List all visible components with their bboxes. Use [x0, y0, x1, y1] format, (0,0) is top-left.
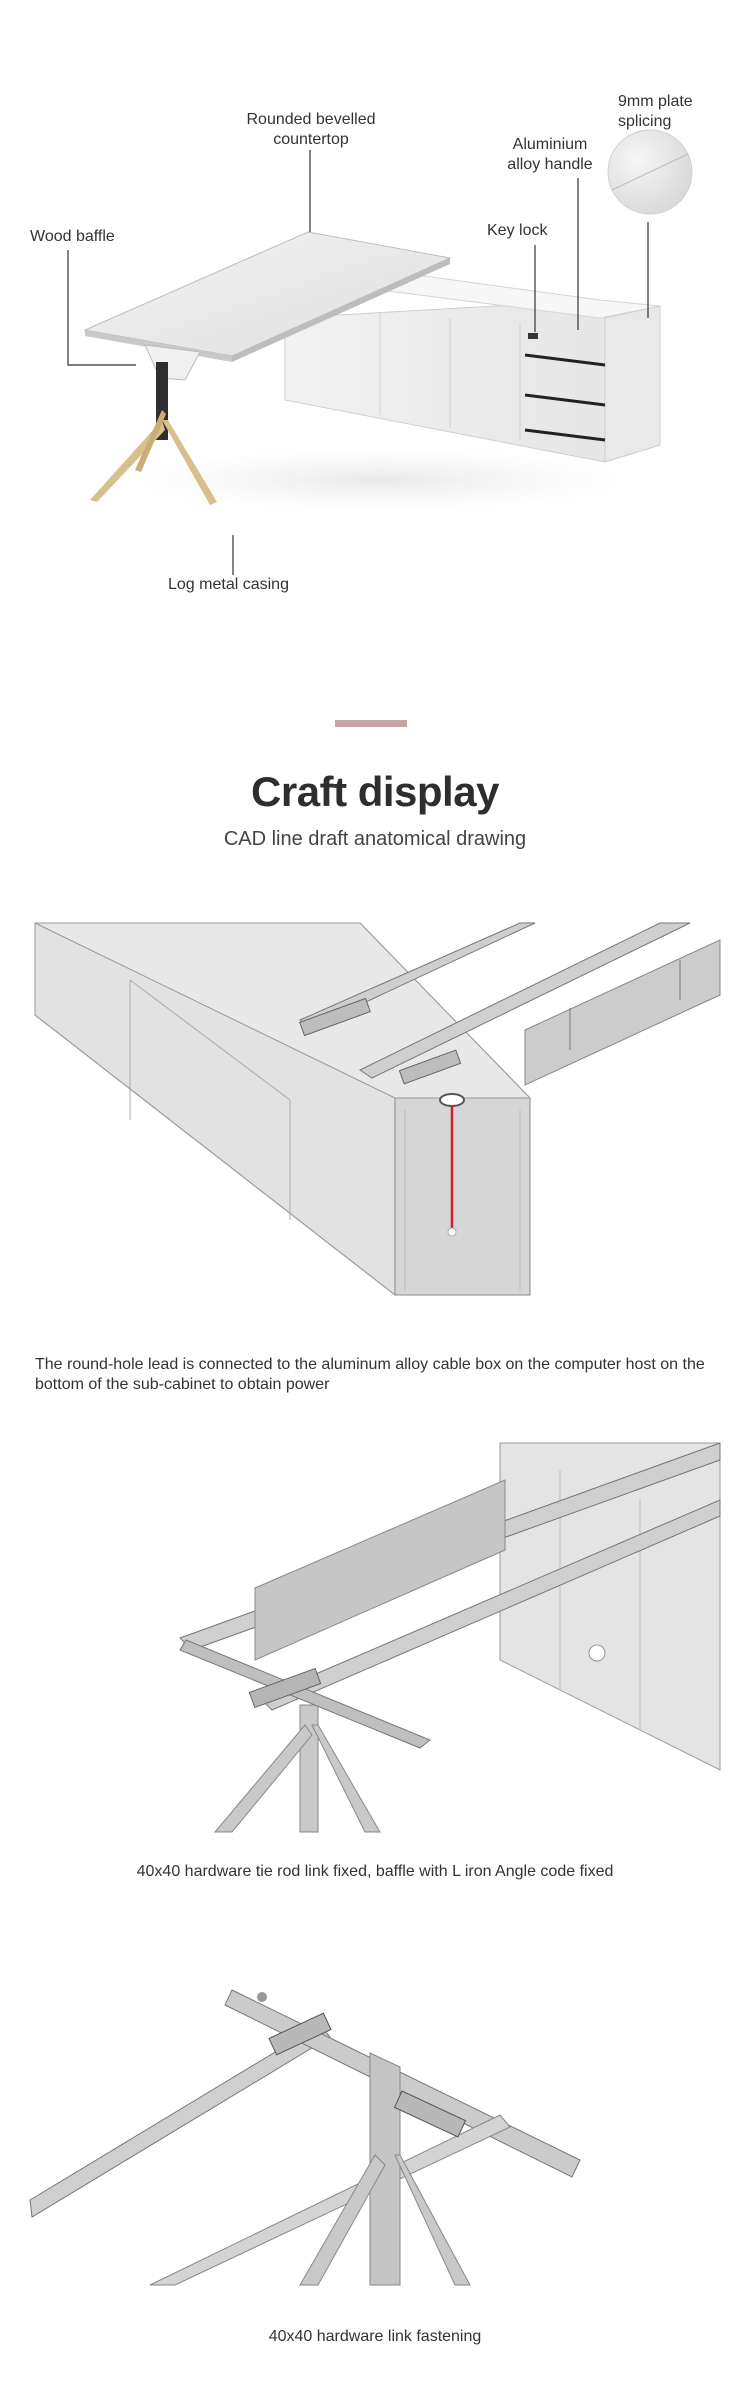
callout-casing: Log metal casing	[168, 576, 289, 593]
cad-drawing-link	[29, 1989, 581, 2286]
callout-key-lock: Key lock	[487, 222, 548, 239]
callout-wood-baffle: Wood baffle	[30, 228, 115, 245]
craft-subtitle: CAD line draft anatomical drawing	[223, 828, 527, 850]
detail-caption: 40x40 hardware tie rod link fixed, baffl…	[136, 1863, 614, 1880]
detail-cable-box: The round-hole lead is connected to the …	[0, 920, 750, 1393]
callout-countertop: Rounded bevelled countertop	[246, 111, 376, 148]
detail-caption: 40x40 hardware link fastening	[268, 2328, 482, 2345]
desk-illustration	[60, 129, 700, 575]
hero-section: Wood baffle Rounded bevelled countertop …	[0, 0, 750, 640]
detail-link-fastening: 40x40 hardware link fastening	[0, 1955, 750, 2375]
detail-tie-rod: 40x40 hardware tie rod link fixed, baffl…	[0, 1440, 750, 1880]
detail-caption: The round-hole lead is connected to the …	[35, 1356, 705, 1393]
cad-drawing-tie-rod	[179, 1442, 721, 1833]
craft-title: Craft display	[251, 768, 499, 815]
section-divider	[335, 720, 407, 727]
callout-handle: Aluminium alloy handle	[507, 136, 593, 173]
cad-drawing-cabinet	[34, 922, 721, 1296]
callout-plate-splicing: 9mm plate splicing	[618, 93, 693, 130]
